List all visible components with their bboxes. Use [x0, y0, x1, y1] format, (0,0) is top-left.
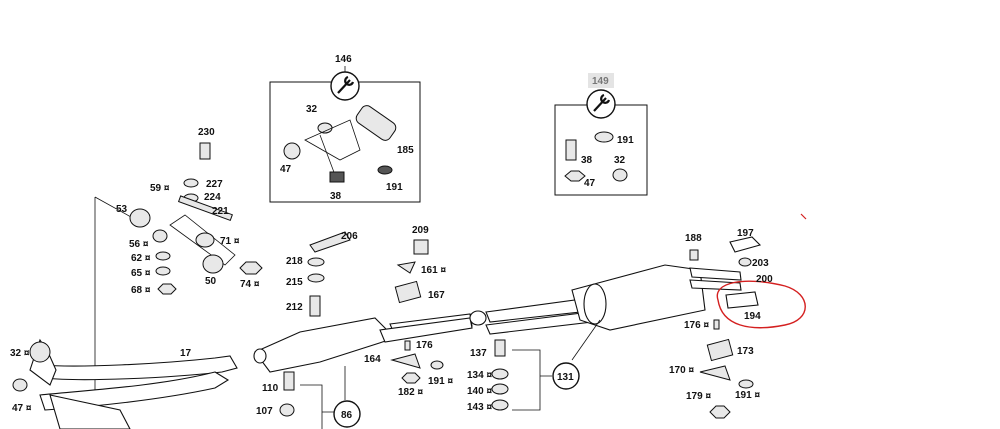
part-label: 32 [306, 104, 318, 115]
callout-149: 149 [586, 73, 616, 119]
part-label: 47 [584, 178, 596, 189]
rear-muffler [571, 264, 706, 331]
callout-131-label: 131 [557, 372, 574, 383]
part-label: 182 ¤ [398, 387, 423, 398]
part-label: 176 [416, 340, 433, 351]
part-label: 137 [470, 348, 487, 359]
part-label: 191 ¤ [428, 376, 453, 387]
part-label: 215 [286, 277, 303, 288]
part-label: 38 [330, 191, 342, 202]
part-label: 230 [198, 127, 215, 138]
part-label: 191 [386, 182, 403, 193]
part-label: 197 [737, 228, 754, 239]
part-label: 59 ¤ [150, 183, 170, 194]
callout-146-label: 146 [335, 54, 352, 65]
callout-86: 86 [333, 400, 361, 428]
part-label: 62 ¤ [131, 253, 151, 264]
part-label: 221 [212, 206, 229, 217]
callout-149-label: 149 [592, 76, 609, 87]
part-label: 71 ¤ [220, 236, 240, 247]
part-label: 65 ¤ [131, 268, 151, 279]
part-label: 47 ¤ [12, 403, 32, 414]
part-label: 32 [614, 155, 626, 166]
part-label: 74 ¤ [240, 279, 260, 290]
part-label: 212 [286, 302, 303, 313]
part-label: 218 [286, 256, 303, 267]
part-label: 170 ¤ [669, 365, 694, 376]
part-label: 161 ¤ [421, 265, 446, 276]
part-label: 17 [180, 348, 192, 359]
part-label: 173 [737, 346, 754, 357]
part-label: 188 [685, 233, 702, 244]
part-label: 179 ¤ [686, 391, 711, 402]
part-label: 32 ¤ [10, 348, 30, 359]
part-label: 206 [341, 231, 358, 242]
part-label: 185 [397, 145, 414, 156]
part-label: 167 [428, 290, 445, 301]
part-label: 143 ¤ [467, 402, 492, 413]
exhaust-pipe-assembly [29, 264, 742, 429]
part-label: 203 [752, 258, 769, 269]
part-label: 107 [256, 406, 273, 417]
part-label: 227 [206, 179, 223, 190]
part-label: 110 [262, 383, 279, 394]
part-label: 134 ¤ [467, 370, 492, 381]
part-label: 224 [204, 192, 221, 203]
part-label: 53 [116, 204, 128, 215]
callout-131: 131 [552, 362, 580, 390]
part-label: 191 [617, 135, 634, 146]
callout-146: 146 [330, 54, 360, 101]
part-labels: 32 47 38 185 191 191 38 32 47 230 59 ¤ 2… [10, 104, 773, 417]
part-label: 209 [412, 225, 429, 236]
part-label: 56 ¤ [129, 239, 149, 250]
part-label: 68 ¤ [131, 285, 151, 296]
part-label: 191 ¤ [735, 390, 760, 401]
part-label: 194 [744, 311, 761, 322]
highlight-ring [716, 280, 806, 329]
part-label: 140 ¤ [467, 386, 492, 397]
part-label: 200 [756, 274, 773, 285]
part-label: 50 [205, 276, 217, 287]
part-label: 176 ¤ [684, 320, 709, 331]
callout-86-label: 86 [341, 410, 353, 421]
part-label: 164 [364, 354, 381, 365]
part-label: 38 [581, 155, 593, 166]
part-label: 47 [280, 164, 292, 175]
